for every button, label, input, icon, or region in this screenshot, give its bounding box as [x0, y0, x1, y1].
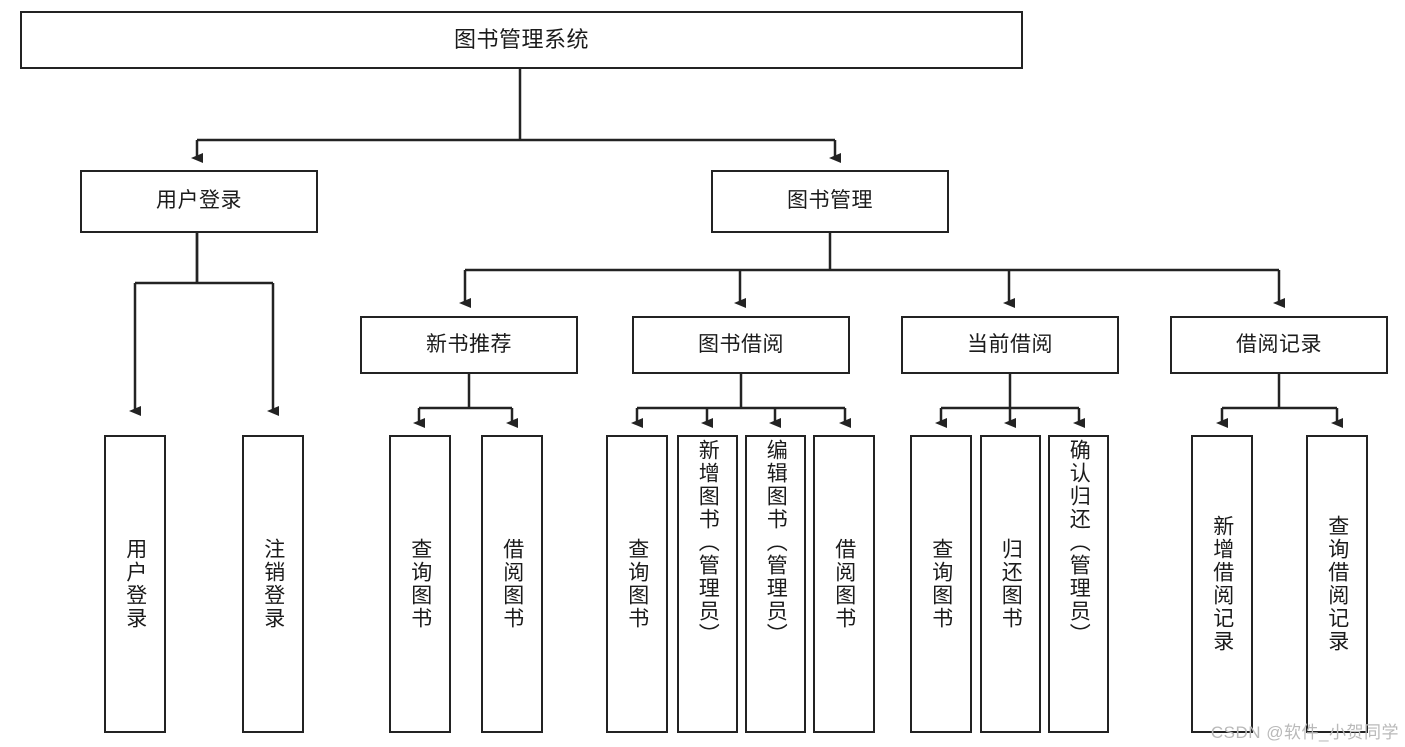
leaf-logout-label: 注销登录: [261, 538, 285, 630]
node-new-book-rec[interactable]: 新书推荐: [360, 316, 578, 374]
node-book-borrow[interactable]: 图书借阅: [632, 316, 850, 374]
leaf-query-book-1-label: 查询图书: [408, 538, 432, 630]
leaf-return-book[interactable]: 归还图书: [980, 435, 1041, 733]
node-book-borrow-label: 图书借阅: [698, 332, 784, 356]
leaf-user-login-label: 用户登录: [123, 538, 147, 630]
csdn-watermark: CSDN @软件_小贺同学: [1210, 723, 1399, 742]
node-book-manage[interactable]: 图书管理: [711, 170, 949, 233]
leaf-confirm-return-label: 确认归还（管理员）: [1067, 439, 1091, 646]
leaf-query-book-1[interactable]: 查询图书: [389, 435, 451, 733]
leaf-query-book-2-label: 查询图书: [625, 538, 649, 630]
leaf-edit-book[interactable]: 编辑图书（管理员）: [745, 435, 806, 733]
leaf-user-login[interactable]: 用户登录: [104, 435, 166, 733]
leaf-edit-book-label: 编辑图书（管理员）: [764, 439, 788, 646]
leaf-borrow-book-1[interactable]: 借阅图书: [481, 435, 543, 733]
leaf-borrow-book-1-label: 借阅图书: [500, 538, 524, 630]
node-borrow-record[interactable]: 借阅记录: [1170, 316, 1388, 374]
leaf-add-record[interactable]: 新增借阅记录: [1191, 435, 1253, 733]
leaf-add-book-label: 新增图书（管理员）: [696, 439, 720, 646]
leaf-return-book-label: 归还图书: [999, 538, 1023, 630]
leaf-query-book-2[interactable]: 查询图书: [606, 435, 668, 733]
node-borrow-record-label: 借阅记录: [1236, 332, 1322, 356]
leaf-borrow-book-2-label: 借阅图书: [832, 538, 856, 630]
leaf-borrow-book-2[interactable]: 借阅图书: [813, 435, 875, 733]
node-book-manage-label: 图书管理: [787, 189, 873, 213]
node-user-login-label: 用户登录: [156, 189, 242, 213]
leaf-query-book-3-label: 查询图书: [929, 538, 953, 630]
node-current-borrow-label: 当前借阅: [967, 332, 1053, 356]
leaf-add-book[interactable]: 新增图书（管理员）: [677, 435, 738, 733]
leaf-query-record[interactable]: 查询借阅记录: [1306, 435, 1368, 733]
node-new-book-rec-label: 新书推荐: [426, 332, 512, 356]
leaf-query-book-3[interactable]: 查询图书: [910, 435, 972, 733]
leaf-add-record-label: 新增借阅记录: [1210, 515, 1234, 653]
node-root[interactable]: 图书管理系统: [20, 11, 1023, 69]
leaf-logout[interactable]: 注销登录: [242, 435, 304, 733]
leaf-query-record-label: 查询借阅记录: [1325, 515, 1349, 653]
node-user-login[interactable]: 用户登录: [80, 170, 318, 233]
node-current-borrow[interactable]: 当前借阅: [901, 316, 1119, 374]
node-root-label: 图书管理系统: [453, 27, 589, 53]
leaf-confirm-return[interactable]: 确认归还（管理员）: [1048, 435, 1109, 733]
